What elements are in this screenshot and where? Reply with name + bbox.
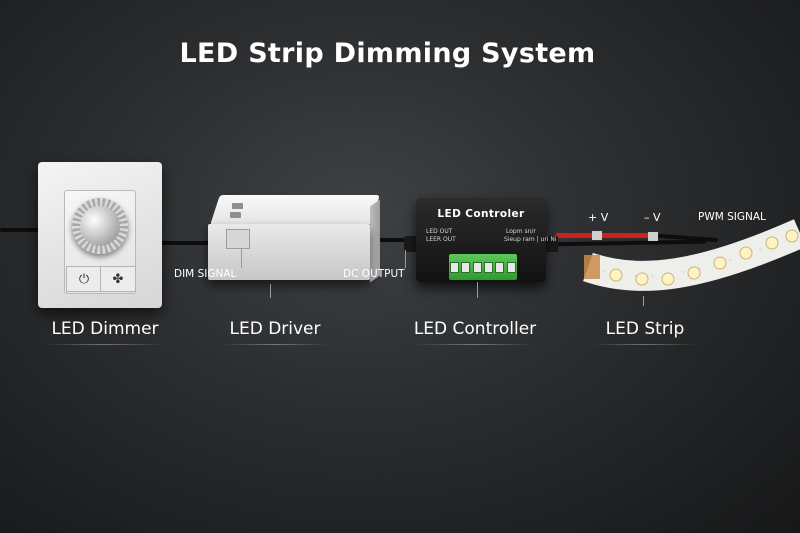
- driver-vent-slot: [230, 212, 241, 218]
- caption-led-controller: LED Controller: [400, 319, 550, 345]
- driver-terminal-block: [226, 229, 250, 249]
- controller-text-left-2: LEER OUT: [426, 236, 456, 243]
- leader-line: [477, 282, 478, 298]
- leader-line: [241, 248, 242, 268]
- dim-signal-label: DIM SIGNAL: [174, 268, 237, 280]
- pwm-signal-label: PWM SIGNAL: [698, 211, 766, 223]
- controller-text-right-1: Lopm sn/r: [506, 228, 536, 235]
- positive-wire: [556, 233, 656, 238]
- minus-v-label: – V: [644, 211, 661, 224]
- cable-driver-to-controller: [378, 238, 418, 242]
- controller-text-left-1: LED OUT: [426, 228, 453, 235]
- controller-terminal-block: [449, 254, 517, 280]
- controller-text-right-2: Sieup ram | uri Ni: [504, 236, 557, 243]
- caption-led-strip: LED Strip: [580, 319, 710, 345]
- dimmer-knob-face: [80, 206, 120, 246]
- cable-dimmer-to-driver: [160, 241, 220, 245]
- leader-line: [643, 296, 644, 306]
- terminal-screw: [484, 261, 494, 273]
- leader-line: [405, 250, 406, 268]
- dimmer-fan-button[interactable]: ✤: [100, 266, 136, 292]
- plus-v-label: + V: [588, 211, 609, 224]
- controller-right-flange: [544, 236, 558, 252]
- fan-icon: ✤: [112, 271, 124, 287]
- cable-left-edge: [0, 228, 40, 232]
- led-strip: [583, 219, 800, 291]
- terminal-screw: [495, 261, 505, 273]
- caption-led-driver: LED Driver: [210, 319, 340, 345]
- controller-left-flange: [404, 236, 418, 252]
- dimmer-power-button[interactable]: ⏻: [66, 266, 102, 292]
- leader-line: [270, 284, 271, 298]
- power-icon: ⏻: [78, 271, 90, 287]
- caption-led-dimmer: LED Dimmer: [30, 319, 180, 345]
- driver-top-face: [210, 195, 380, 225]
- controller-title: LED Controler: [437, 208, 525, 220]
- terminal-screw: [506, 261, 516, 273]
- diagram-title: LED Strip Dimming System: [179, 38, 596, 69]
- terminal-screw: [461, 261, 471, 273]
- terminal-screw: [450, 261, 460, 273]
- terminal-screw: [472, 261, 482, 273]
- wire-ferrule-1: [592, 231, 602, 240]
- driver-vent-slot: [232, 203, 243, 209]
- wire-ferrule-2: [648, 232, 658, 241]
- dc-output-label: DC OUTPUT: [343, 268, 405, 280]
